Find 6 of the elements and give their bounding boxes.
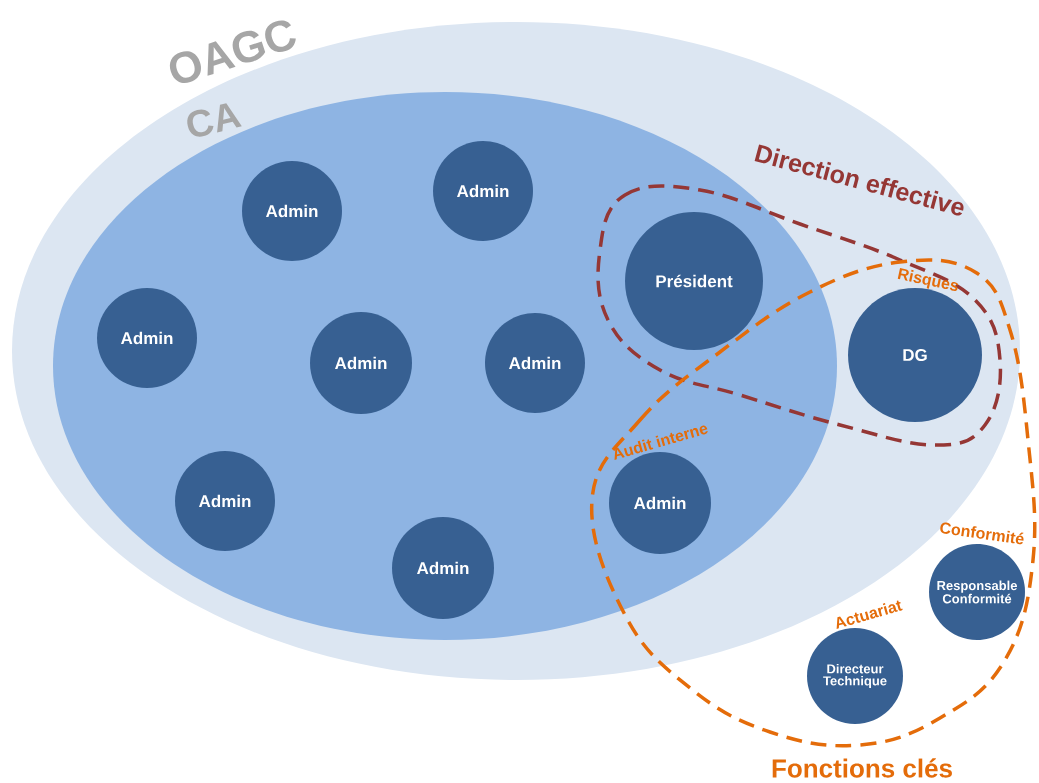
circle-caption: Audit interne — [614, 425, 708, 460]
ellipse-label: OAGC — [169, 20, 296, 83]
ellipse-label: CA — [187, 103, 242, 137]
circle-caption: Conformité — [940, 522, 1024, 545]
outline-label: Fonctions clés — [772, 758, 952, 778]
circle-caption: Risques — [897, 268, 959, 291]
